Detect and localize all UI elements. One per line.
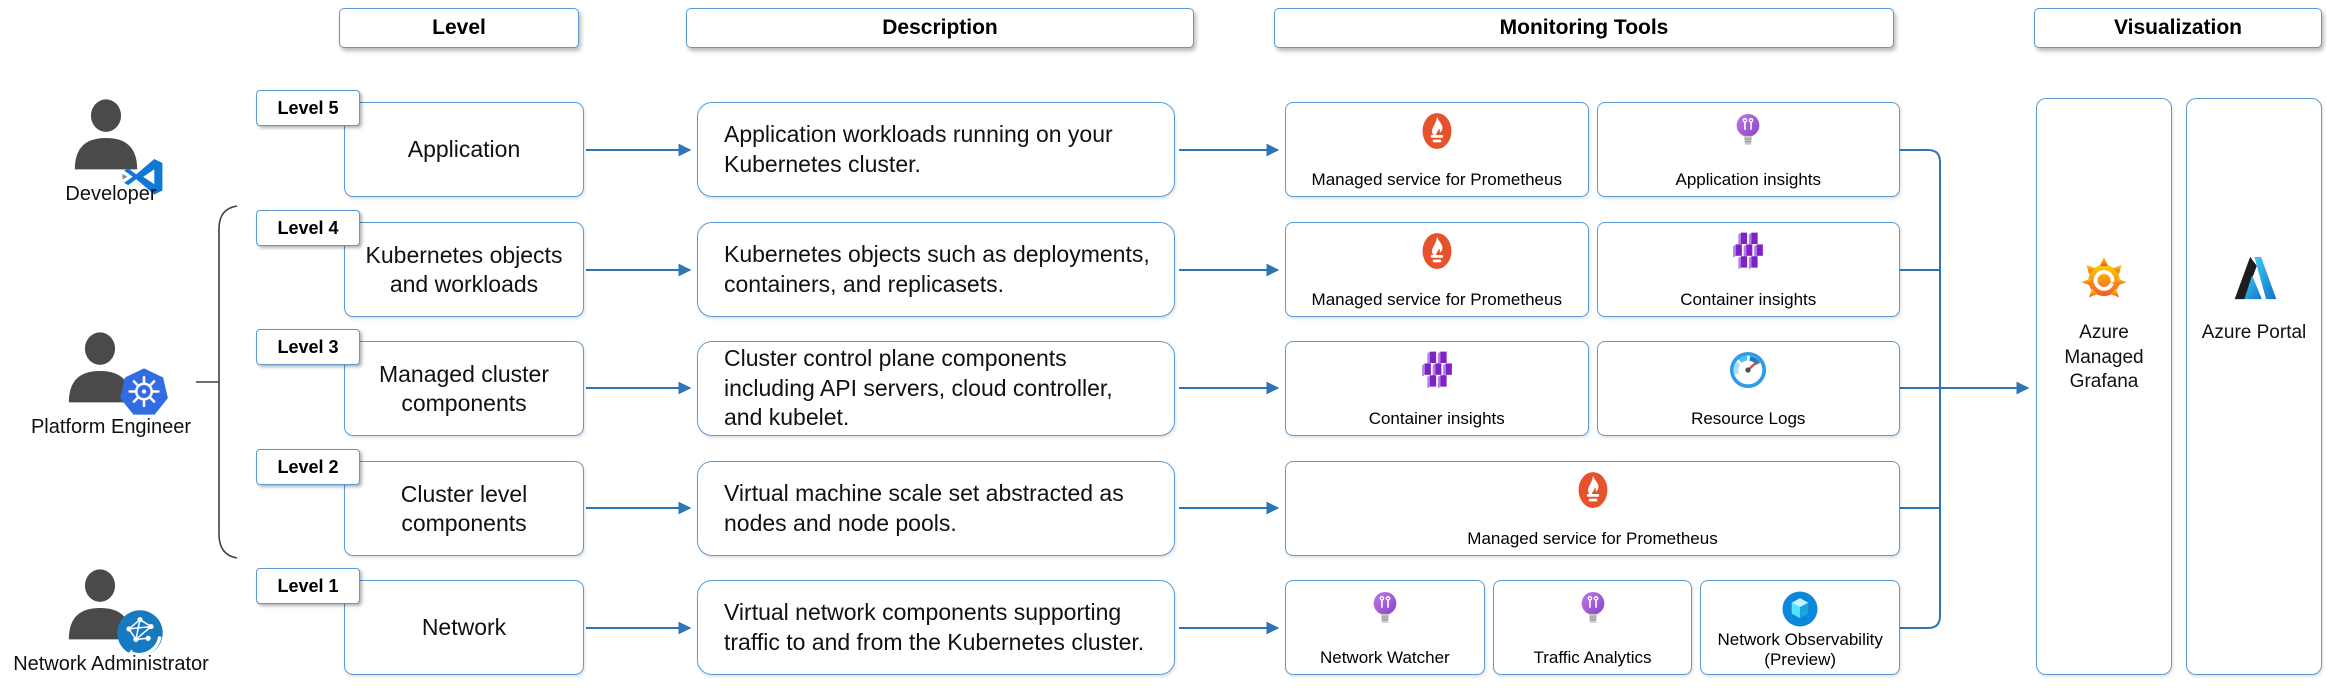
- level-5-description-box: Application workloads running on your Ku…: [697, 102, 1175, 197]
- vscode-icon: [118, 153, 170, 205]
- level-5-box: Application: [344, 102, 584, 197]
- level-2-badge: Level 2: [256, 449, 360, 485]
- header-visualization: Visualization: [2034, 8, 2322, 48]
- level-1-badge: Level 1: [256, 568, 360, 604]
- tool-managed-service-for-prometheus: Managed service for Prometheus: [1285, 102, 1589, 197]
- azure-portal-icon: [2225, 249, 2283, 307]
- visualization-label: Azure Portal: [2201, 322, 2307, 343]
- level-1-description-box: Virtual network components supporting tr…: [697, 580, 1175, 675]
- tool-label: Container insights: [1368, 409, 1505, 429]
- tool-label: Managed service for Prometheus: [1311, 170, 1562, 190]
- application-insights-icon: [1727, 110, 1769, 152]
- row-level-5: Level 5 Application Application workload…: [0, 90, 2327, 197]
- person-silhouette-icon: [58, 565, 142, 649]
- person-silhouette-icon: [64, 95, 148, 179]
- row-level-3: Level 3 Managed cluster components Clust…: [0, 329, 2327, 436]
- level-3-badge: Level 3: [256, 329, 360, 365]
- tool-label: Network Observability (Preview): [1717, 630, 1883, 669]
- level-5-tools: Managed service for Prometheus Applicati…: [1285, 102, 1900, 197]
- level-1-tools: Network Watcher Traffic Analytics Networ…: [1285, 580, 1901, 675]
- network-globe-icon: [112, 605, 168, 661]
- level-4-box: Kubernetes objects and workloads: [344, 222, 584, 317]
- tool-label: Resource Logs: [1691, 409, 1806, 429]
- tool-traffic-analytics: Traffic Analytics: [1492, 580, 1693, 675]
- header-monitoring-tools: Monitoring Tools: [1274, 8, 1894, 48]
- level-to-description-arrows: [586, 143, 692, 635]
- container-insights-icon: [1416, 349, 1458, 391]
- tool-application-insights: Application insights: [1596, 102, 1900, 197]
- description-text: Virtual machine scale set abstracted as …: [724, 480, 1124, 536]
- tool-label: Network Watcher: [1319, 648, 1450, 668]
- level-2-tools: Managed service for Prometheus: [1285, 461, 1900, 556]
- prometheus-icon: [1572, 469, 1614, 511]
- row-level-1: Level 1 Network Virtual network componen…: [0, 568, 2327, 675]
- visualization-azure-managed-grafana: Azure Managed Grafana: [2036, 98, 2172, 675]
- tool-network-watcher: Network Watcher: [1285, 580, 1485, 675]
- network-watcher-icon: [1364, 588, 1406, 630]
- grafana-icon: [2075, 249, 2133, 307]
- description-text: Kubernetes objects such as deployments, …: [724, 241, 1150, 297]
- container-insights-icon: [1727, 230, 1769, 272]
- level-3-tools: Container insights Resource Logs: [1285, 341, 1900, 436]
- tool-label: Managed service for Prometheus: [1311, 290, 1562, 310]
- tool-label: Application insights: [1675, 170, 1822, 190]
- level-3-description-box: Cluster control plane components includi…: [697, 341, 1175, 436]
- level-4-tools: Managed service for Prometheus Container…: [1285, 222, 1900, 317]
- level-2-description-box: Virtual machine scale set abstracted as …: [697, 461, 1175, 556]
- tool-network-observability: Network Observability (Preview): [1700, 580, 1901, 675]
- level-2-box: Cluster level components: [344, 461, 584, 556]
- header-level: Level: [339, 8, 579, 48]
- visualization-azure-portal: Azure Portal: [2186, 98, 2322, 675]
- level-4-badge: Level 4: [256, 210, 360, 246]
- header-description: Description: [686, 8, 1194, 48]
- tool-container-insights: Container insights: [1285, 341, 1589, 436]
- visualization-label: Azure Managed Grafana: [2064, 322, 2144, 393]
- tool-label: Traffic Analytics: [1533, 648, 1652, 668]
- persona-label: Platform Engineer: [30, 416, 192, 438]
- kubernetes-icon: [114, 364, 174, 424]
- person-silhouette-icon: [58, 328, 142, 412]
- level-4-description-box: Kubernetes objects such as deployments, …: [697, 222, 1175, 317]
- level-1-box: Network: [344, 580, 584, 675]
- resource-logs-icon: [1727, 349, 1769, 391]
- tool-container-insights: Container insights: [1596, 222, 1900, 317]
- description-text: Application workloads running on your Ku…: [724, 121, 1113, 177]
- traffic-analytics-icon: [1572, 588, 1614, 630]
- persona-label: Network Administrator: [13, 653, 209, 675]
- tool-label: Managed service for Prometheus: [1467, 529, 1718, 549]
- network-observability-icon: [1779, 588, 1821, 630]
- platform-engineer-bracket: [196, 205, 238, 559]
- tool-label: Container insights: [1680, 290, 1817, 310]
- description-to-monitoring-arrows: [1179, 143, 1280, 635]
- level-3-box: Managed cluster components: [344, 341, 584, 436]
- prometheus-icon: [1416, 110, 1458, 152]
- row-level-4: Level 4 Kubernetes objects and workloads…: [0, 210, 2327, 317]
- persona-label: Developer: [65, 183, 157, 205]
- level-5-badge: Level 5: [256, 90, 360, 126]
- prometheus-icon: [1416, 230, 1458, 272]
- description-text: Cluster control plane components includi…: [724, 345, 1113, 431]
- tool-managed-service-for-prometheus: Managed service for Prometheus: [1285, 461, 1900, 556]
- tool-managed-service-for-prometheus: Managed service for Prometheus: [1285, 222, 1589, 317]
- monitoring-bus: [1900, 149, 2030, 629]
- description-text: Virtual network components supporting tr…: [724, 599, 1145, 655]
- row-level-2: Level 2 Cluster level components Virtual…: [0, 449, 2327, 556]
- tool-resource-logs: Resource Logs: [1596, 341, 1900, 436]
